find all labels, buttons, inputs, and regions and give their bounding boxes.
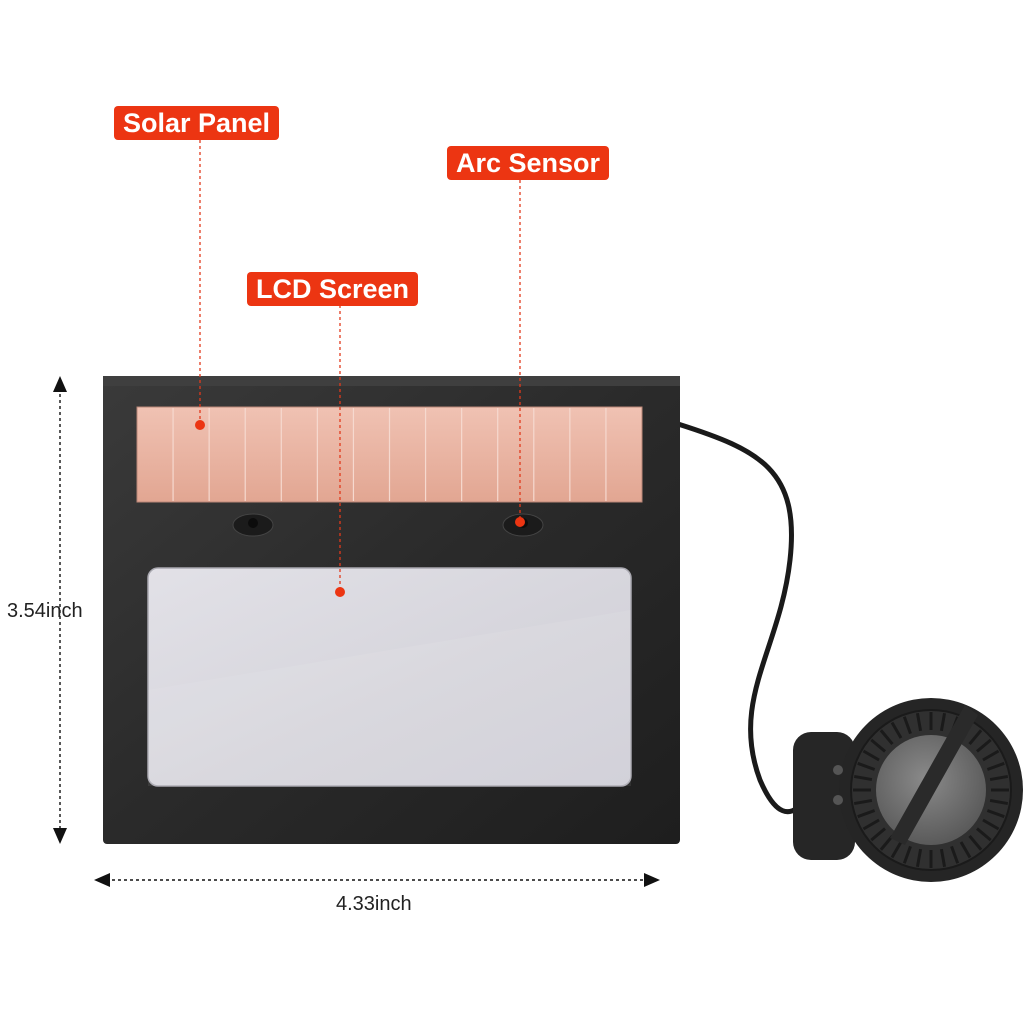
knob-rib [879, 729, 894, 746]
knob-rib [986, 809, 1005, 819]
lcd-screen-marker [335, 587, 345, 597]
knob-rib [902, 845, 912, 864]
knob-rib [982, 818, 1000, 831]
knob-rib [989, 774, 1009, 782]
height-dimension-label: 3.54inch [7, 600, 83, 622]
light-sensor-left [232, 513, 274, 537]
knob-rib [870, 827, 887, 842]
knob-rib [939, 712, 947, 732]
knob-rib [939, 848, 947, 868]
arc-sensor-label: Arc Sensor [447, 146, 610, 180]
knob-rib [879, 834, 894, 851]
knob-rib [915, 712, 923, 732]
width-dimension-label: 4.33inch [336, 893, 412, 915]
solar-panel-label: Solar Panel [114, 106, 280, 140]
knob-rib [857, 809, 876, 819]
width-dimension-arrow [94, 873, 660, 887]
knob-rib [853, 774, 873, 782]
knob-rib [968, 729, 983, 746]
knob-rib [968, 834, 983, 851]
knob-rib [915, 848, 923, 868]
knob-rib [950, 845, 960, 864]
knob-rib [862, 749, 880, 762]
knob-rib [902, 716, 912, 735]
arc-sensor-marker [515, 517, 525, 527]
solar-panel [136, 406, 643, 503]
knob-rib [986, 761, 1005, 771]
height-dimension-arrow [53, 376, 67, 844]
shade-control-knob [793, 698, 1023, 882]
knob-rib [862, 818, 880, 831]
solar-panel-marker [195, 420, 205, 430]
knob-rib [989, 798, 1009, 806]
lcd-screen [147, 567, 632, 787]
knob-rib [857, 761, 876, 771]
knob-rib [982, 749, 1000, 762]
knob-rib [975, 827, 992, 842]
knob-rib [853, 798, 873, 806]
lcd-screen-label: LCD Screen [247, 272, 419, 306]
control-cable [677, 421, 807, 814]
knob-rib [959, 841, 972, 859]
knob-rib [890, 721, 903, 739]
knob-rib [975, 738, 992, 753]
knob-rib [890, 841, 903, 859]
knob-rib [870, 738, 887, 753]
